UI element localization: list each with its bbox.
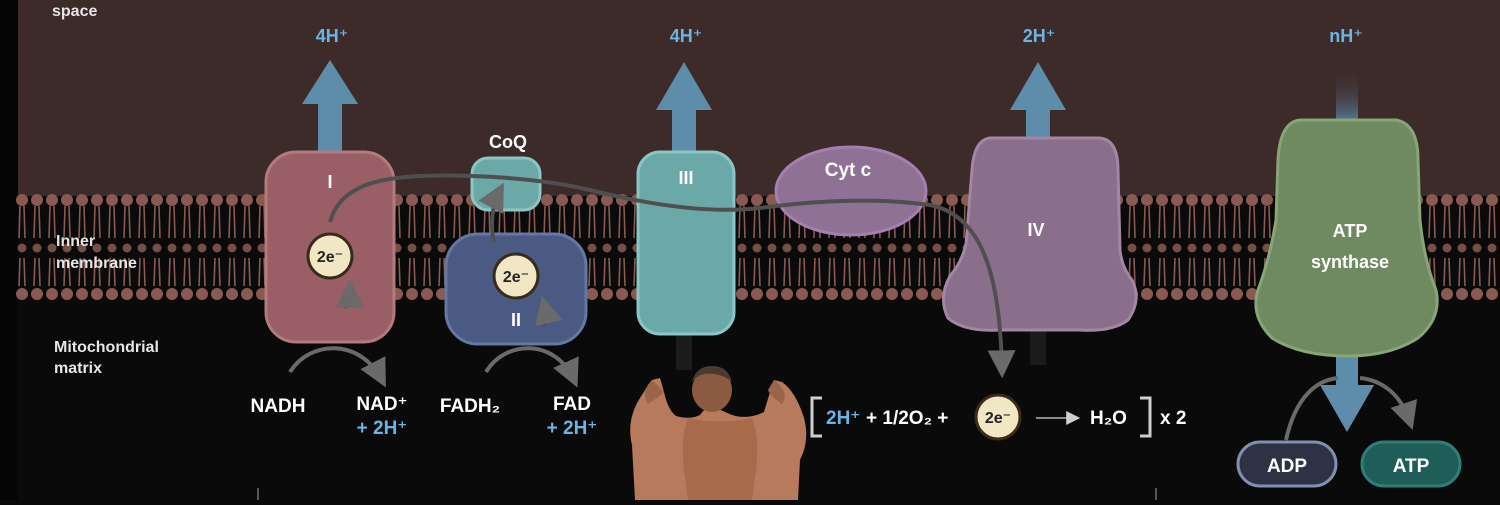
matrix-label-1: Mitochondrial bbox=[54, 339, 159, 356]
stem-III bbox=[676, 330, 692, 370]
complex-III bbox=[636, 150, 736, 336]
intermembrane-space-region bbox=[18, 0, 1500, 196]
complex-III-label: III bbox=[678, 168, 693, 188]
electron-badge-text: 2e⁻ bbox=[317, 249, 343, 266]
electron-badge-text: 2e⁻ bbox=[503, 269, 529, 286]
electron-badge-text: 2e⁻ bbox=[985, 410, 1011, 427]
stem-IV bbox=[1030, 325, 1046, 365]
atp-pill bbox=[1360, 440, 1462, 488]
proton-label-atp: nH⁺ bbox=[1329, 26, 1363, 46]
electron-badge-complexII: 2e⁻ bbox=[492, 252, 540, 300]
nadh-label: NADH bbox=[251, 396, 306, 417]
proton-arrow-1 bbox=[302, 60, 358, 160]
fadh2-label: FADH₂ bbox=[440, 396, 500, 417]
flexing-figure-photo bbox=[630, 366, 807, 500]
atp-right-arrow bbox=[1359, 376, 1418, 430]
adp-label: ADP bbox=[1267, 456, 1307, 477]
electron-badge-complexI: 2e⁻ bbox=[306, 232, 354, 280]
complexI-electron-up-arrow bbox=[335, 279, 364, 309]
equation-reactants: + 1/2O₂ + bbox=[866, 408, 948, 429]
equation-bracket-left bbox=[810, 396, 822, 438]
complexII-to-coq-arrow bbox=[478, 182, 504, 243]
fadh2-arrow bbox=[484, 346, 579, 388]
inner-membrane-label-2: membrane bbox=[56, 255, 137, 272]
proton-label-III: 4H⁺ bbox=[670, 26, 703, 46]
atp-label: ATP bbox=[1393, 456, 1430, 477]
nad-protons-label: + 2H⁺ bbox=[357, 418, 408, 439]
equation-product: H₂O bbox=[1090, 408, 1127, 429]
inner-membrane-label-1: Inner bbox=[56, 233, 95, 250]
atp-synthase-label-1: ATP bbox=[1333, 221, 1368, 241]
equation-protons: 2H⁺ bbox=[826, 408, 860, 429]
cyt-c-label: Cyt c bbox=[825, 160, 872, 181]
atp-synthase bbox=[1254, 118, 1439, 358]
proton-label-IV: 2H⁺ bbox=[1023, 26, 1056, 46]
coq-label: CoQ bbox=[489, 132, 527, 152]
nad-label: NAD⁺ bbox=[356, 394, 407, 415]
coq-box bbox=[470, 156, 542, 212]
complex-IV-label: IV bbox=[1027, 220, 1044, 240]
intermembrane-space-label: space bbox=[52, 3, 97, 20]
atp-synthase-label-2: synthase bbox=[1311, 252, 1389, 272]
left-margin bbox=[0, 0, 18, 500]
complex-I-label: I bbox=[327, 172, 332, 192]
cyt-c bbox=[774, 145, 928, 237]
fad-label: FAD bbox=[553, 394, 591, 415]
matrix-label-2: matrix bbox=[54, 360, 102, 377]
proton-label-I: 4H⁺ bbox=[316, 26, 349, 46]
fad-protons-label: + 2H⁺ bbox=[547, 418, 598, 439]
electron-badge-equation: 2e⁻ bbox=[974, 393, 1022, 441]
adp-pill bbox=[1236, 440, 1338, 488]
complex-II-label: II bbox=[511, 310, 521, 330]
equation-bracket-right bbox=[1140, 396, 1152, 438]
atp-left-arrow bbox=[1284, 376, 1339, 441]
nadh-arrow bbox=[288, 346, 386, 388]
complexII-electron-up-arrow bbox=[535, 295, 563, 327]
equation-multiplier: x 2 bbox=[1160, 408, 1186, 429]
electron-path bbox=[328, 173, 1016, 379]
